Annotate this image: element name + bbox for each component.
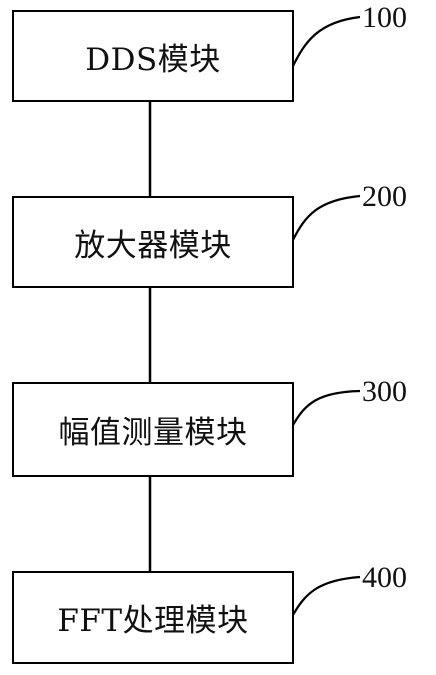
amplifier-module-label: 放大器模块: [74, 227, 232, 264]
ref-leader-100: [292, 15, 361, 67]
amplifier-module-box: 放大器模块: [12, 196, 294, 288]
ref-number-200: 200: [362, 180, 407, 213]
amplitude-measurement-module-label: 幅值测量模块: [58, 415, 248, 451]
dds-module-label: DDS模块: [85, 41, 221, 78]
fft-processing-module-label: FFT处理模块: [57, 603, 249, 639]
dds-module-box: DDS模块: [12, 10, 294, 102]
ref-leader-400: [292, 575, 361, 616]
ref-number-100: 100: [362, 1, 407, 34]
ref-leader-200: [292, 194, 361, 241]
ref-number-400: 400: [362, 561, 407, 594]
ref-leader-300: [292, 389, 361, 426]
fft-processing-module-box: FFT处理模块: [12, 571, 294, 664]
amplitude-measurement-module-box: 幅值测量模块: [12, 382, 294, 477]
ref-number-300: 300: [362, 375, 407, 408]
